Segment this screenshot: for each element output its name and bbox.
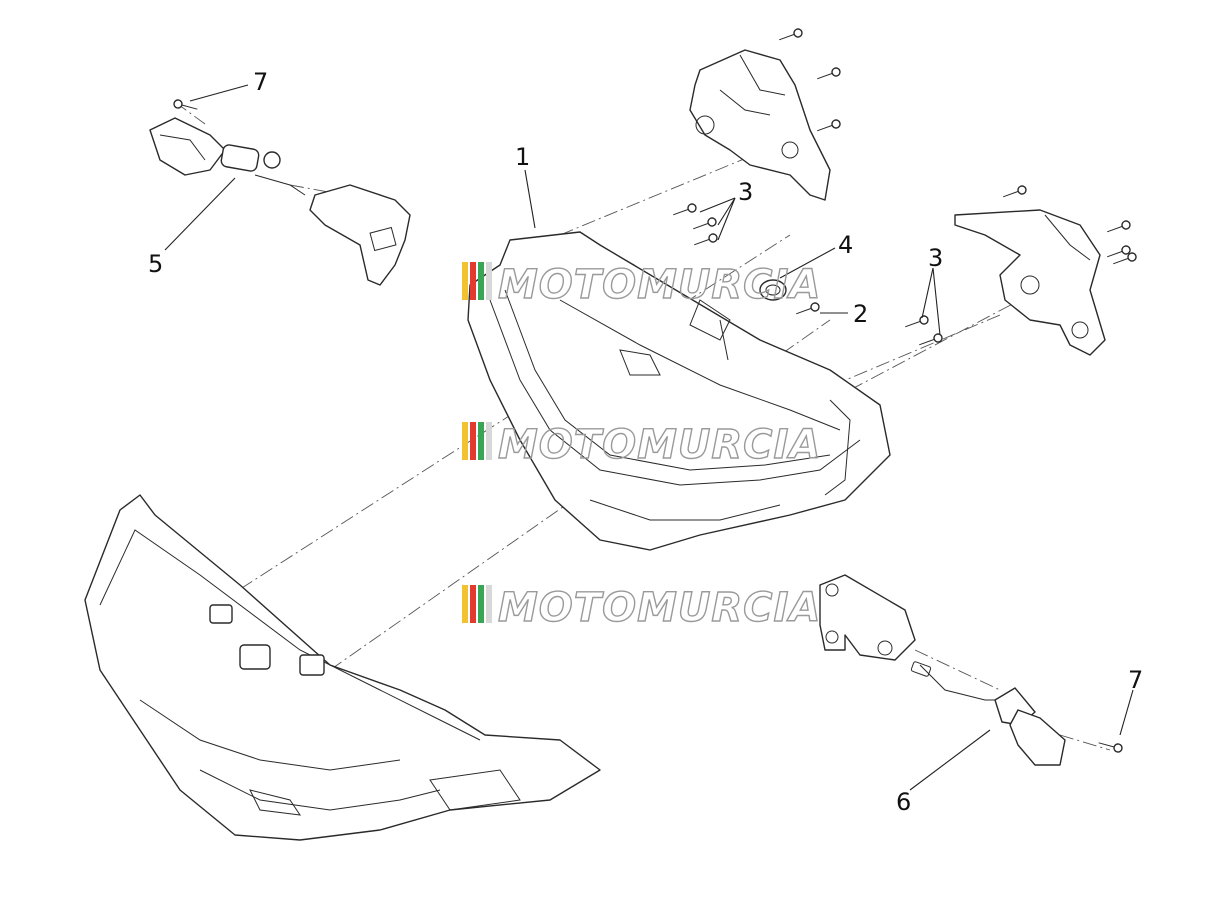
screw [173, 99, 198, 110]
watermark-2: MOTOMURCIA [462, 421, 821, 469]
watermark-stripe [470, 262, 476, 300]
screw [1098, 742, 1123, 753]
watermark-stripe [486, 585, 492, 623]
watermark-stripe [462, 422, 468, 460]
watermark-1: MOTOMURCIA [462, 261, 821, 309]
watermark-stripe [470, 585, 476, 623]
screw [919, 333, 943, 346]
headlight-assembly [467, 231, 891, 551]
watermark-3: MOTOMURCIA [462, 584, 821, 632]
screw [673, 203, 697, 216]
callout-7-right: 7 [1128, 666, 1143, 694]
front-cover [84, 494, 601, 841]
callout-3-left: 3 [738, 178, 753, 206]
watermark-stripe [478, 262, 484, 300]
watermark-stripe [462, 262, 468, 300]
left-turn-indicator [149, 117, 411, 286]
callout-7-left: 7 [253, 68, 268, 96]
watermark-text: MOTOMURCIA [498, 585, 821, 631]
screws [173, 28, 1137, 753]
watermark-stripe [486, 422, 492, 460]
watermark-stripe [470, 422, 476, 460]
right-turn-indicator [819, 574, 1066, 766]
watermark-stripe [462, 585, 468, 623]
callout-4: 4 [838, 231, 853, 259]
screw [779, 28, 803, 41]
callout-2: 2 [853, 300, 868, 328]
callout-5: 5 [148, 250, 163, 278]
clip-part [759, 279, 787, 301]
screw [1113, 252, 1137, 265]
screw [796, 302, 820, 315]
callout-6: 6 [896, 788, 911, 816]
callout-labels: 1 2 3 3 4 5 6 7 7 [148, 68, 1143, 816]
screw [694, 233, 718, 246]
watermark-text: MOTOMURCIA [498, 262, 821, 308]
upper-bracket [689, 49, 831, 201]
screw [1107, 245, 1131, 258]
leader-lines [164, 84, 1134, 791]
callout-1: 1 [515, 143, 530, 171]
screw [817, 67, 841, 80]
screw [817, 119, 841, 132]
callout-3-right: 3 [928, 244, 943, 272]
watermark-text: MOTOMURCIA [498, 422, 821, 468]
right-bracket [954, 209, 1106, 356]
screw [693, 217, 717, 230]
screw [1107, 220, 1131, 233]
watermark-stripe [478, 585, 484, 623]
watermark-stripe [486, 262, 492, 300]
screw [1003, 185, 1027, 198]
watermark-stripe [478, 422, 484, 460]
screw [905, 315, 929, 328]
